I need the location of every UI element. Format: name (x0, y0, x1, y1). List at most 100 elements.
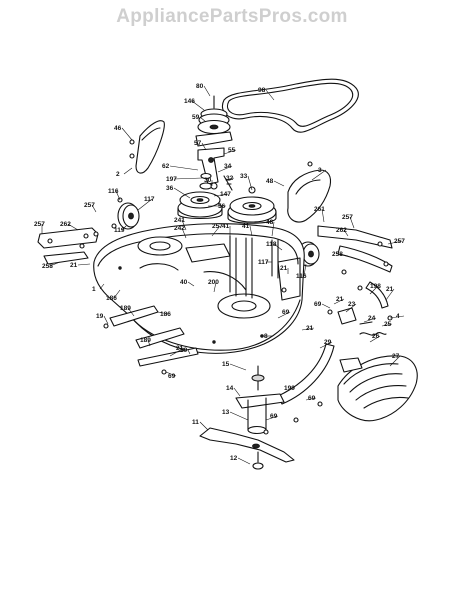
callout-leader (113, 289, 121, 299)
callout-leader (277, 311, 291, 319)
part-callout-40: 40 (180, 279, 188, 286)
callout-leader (369, 285, 379, 295)
part-callout-117: 117 (144, 196, 155, 203)
part-callout-257: 257 (84, 202, 95, 209)
callout-leader (311, 169, 327, 181)
part-callout-34: 34 (224, 163, 232, 170)
part-callout-36: 36 (166, 185, 174, 192)
callout-leader (191, 100, 205, 111)
part-callout-24: 24 (368, 315, 376, 322)
discharge-chute (337, 355, 418, 422)
part-callout-69: 69 (314, 301, 322, 308)
callout-leader (381, 323, 393, 327)
part-callout-257: 257 (394, 238, 405, 245)
part-callout-146: 146 (184, 98, 195, 105)
callout-leader (389, 315, 405, 319)
part-callout-262: 262 (336, 227, 347, 234)
part-callout-21: 21 (306, 325, 314, 332)
callout-leader (201, 142, 207, 151)
callout-leader (343, 229, 349, 237)
callout-leader (333, 298, 345, 305)
callout-leader (339, 253, 349, 257)
part-callout-258: 258 (42, 263, 53, 270)
part-callout-25: 25 (384, 321, 392, 328)
callout-leader (99, 283, 105, 290)
callout-leader (181, 227, 187, 239)
part-callout-21: 21 (386, 286, 394, 293)
callout-leader (187, 281, 195, 287)
callout-leader (127, 307, 135, 317)
part-callout-11: 11 (192, 419, 199, 426)
part-callout-14: 14 (226, 385, 234, 392)
part-callout-48: 48 (266, 219, 274, 226)
callout-leader (271, 221, 275, 237)
callout-leader (169, 347, 185, 357)
callout-leader (147, 339, 151, 347)
part-callout-21: 21 (336, 296, 344, 303)
part-callout-199: 199 (284, 385, 295, 392)
hardware-fasteners (79, 161, 363, 435)
callout-leader (247, 175, 253, 191)
part-callout-1: 1 (92, 286, 96, 293)
part-callout-57: 57 (194, 140, 202, 147)
belt-guard-left (129, 120, 165, 174)
part-callout-69: 69 (168, 373, 176, 380)
idler-arm (197, 147, 225, 185)
deck-baffle (277, 343, 335, 405)
callout-leader (305, 397, 317, 401)
gauge-wheel-left (111, 197, 140, 230)
callout-leader (115, 190, 121, 201)
callout-leader (77, 263, 91, 266)
part-callout-69: 69 (308, 395, 316, 402)
callout-leader (265, 89, 275, 101)
part-callout-147: 147 (220, 191, 231, 198)
callout-leader (301, 327, 315, 331)
callout-leader (103, 315, 109, 325)
callout-leader (321, 303, 331, 309)
callout-leader (181, 219, 187, 231)
part-callout-32: 32 (226, 175, 234, 182)
callout-leader (217, 165, 233, 173)
part-callout-56: 56 (218, 203, 226, 210)
callout-leader (137, 198, 153, 211)
part-callout-186: 186 (160, 311, 171, 318)
part-callout-26: 26 (372, 333, 380, 340)
blade-spindle (235, 365, 285, 435)
part-callout-21: 21 (70, 262, 78, 269)
callout-leader (229, 411, 249, 421)
watermark: AppliancePartsPros.com (116, 6, 348, 27)
callout-leader (213, 193, 229, 197)
callout-leader (121, 225, 127, 231)
callout-leader (187, 349, 191, 355)
belt-guard-right (287, 169, 332, 223)
callout-leader (249, 225, 253, 237)
callout-leader (157, 311, 169, 315)
part-callout-257: 257 (342, 214, 353, 221)
part-callout-27: 27 (392, 353, 400, 360)
callout-leader (223, 149, 237, 155)
part-callout-48: 48 (266, 178, 274, 185)
callout-leader (321, 208, 325, 223)
callout-leader (67, 223, 79, 231)
callout-leader (389, 355, 401, 367)
part-callout-189: 189 (120, 305, 131, 312)
callout-leader (237, 457, 251, 465)
part-callout-189: 189 (140, 337, 151, 344)
mandrel-pulley-right (227, 186, 277, 224)
callout-leader (369, 335, 381, 343)
part-callout-33: 33 (240, 173, 248, 180)
part-callout-257: 257 (34, 221, 45, 228)
drive-belt (222, 78, 359, 133)
part-callout-200: 200 (208, 279, 219, 286)
callout-leader (213, 281, 217, 293)
callout-leader (349, 216, 355, 229)
part-callout-41: 41 (222, 223, 230, 230)
callout-leader (319, 341, 333, 349)
part-callout-197: 197 (166, 176, 177, 183)
part-callout-62: 62 (162, 163, 170, 170)
part-callout-186: 186 (106, 295, 117, 302)
part-callout-12: 12 (230, 455, 238, 462)
part-callout-262: 262 (60, 221, 71, 228)
